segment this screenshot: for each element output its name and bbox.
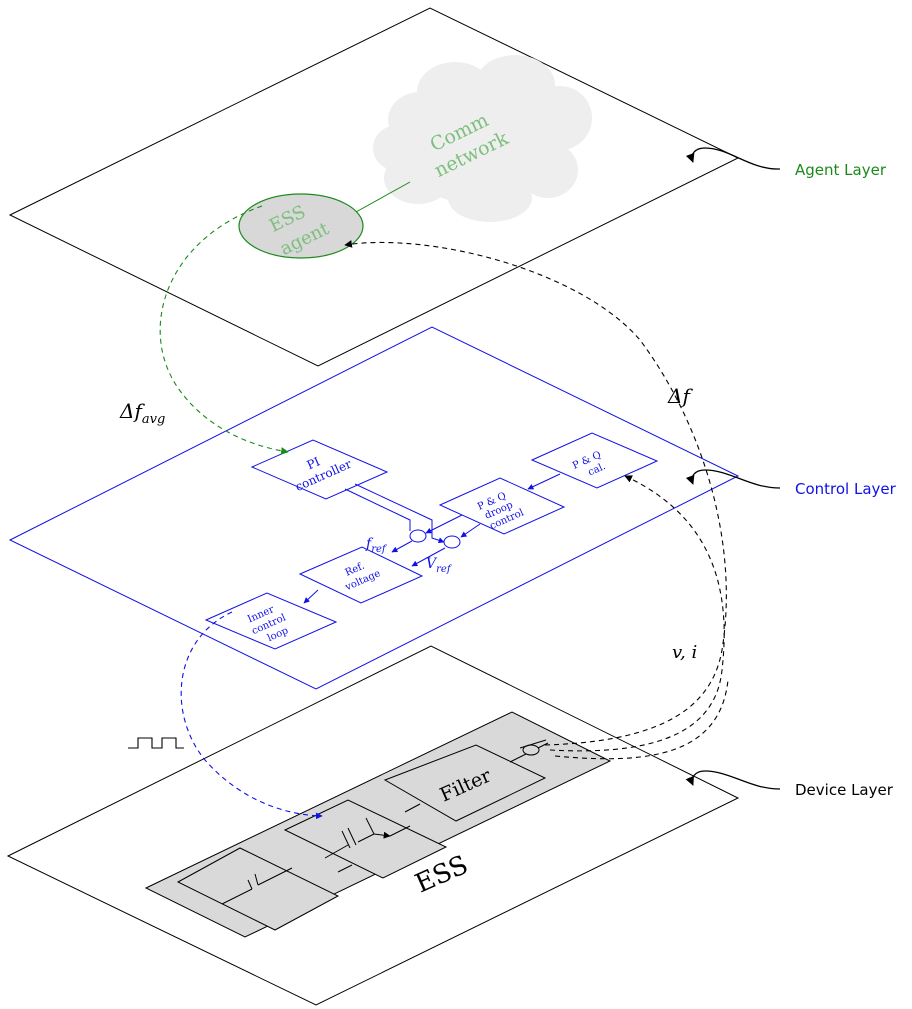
v-ref-label: Vref: [426, 556, 453, 575]
pi-controller-label-1: PI: [305, 454, 323, 472]
v-junction-to-ref-wire: [411, 547, 446, 567]
droop-to-v-wire: [460, 523, 481, 538]
device-layer-callout: [685, 770, 781, 790]
pi-to-f-junction-wire: [344, 488, 411, 531]
control-layer: PI controller P & Q cal. P & Q droop con…: [8, 326, 740, 690]
pwm-path: [180, 611, 323, 820]
filter-sensor-link: [509, 754, 525, 763]
agent-layer: Comm network ESS agent: [8, 7, 740, 367]
pi-to-v-junction-wire: [354, 483, 445, 544]
droop-to-f-wire: [425, 514, 463, 534]
f-ref-label: fref: [365, 536, 388, 555]
delta-f-label: Δf: [667, 384, 693, 408]
ref-to-inner-wire: [303, 589, 319, 604]
control-layer-label: Control Layer: [795, 480, 897, 498]
v-sum-junction: [443, 535, 461, 549]
pi-controller-block: PI controller: [250, 439, 389, 500]
ref-voltage-block: Ref. voltage: [298, 546, 424, 604]
ess-agent-node: ESS agent: [238, 193, 364, 260]
control-layer-callout: [685, 469, 781, 489]
signal-paths: [159, 205, 729, 820]
sensor-mark: [519, 739, 547, 749]
delta-f-avg-label: Δfavg: [119, 399, 165, 427]
filter-module: Filter: [383, 744, 547, 822]
control-layer-plane: [8, 326, 740, 690]
f-junction-to-ref-wire: [391, 540, 413, 553]
delta-f-path: [344, 240, 727, 746]
device-layer-label: Device Layer: [795, 781, 894, 799]
pq-droop-block: P & Q droop control: [438, 477, 566, 535]
agent-layer-plane: [8, 7, 740, 367]
v-i-path-2: [554, 679, 729, 760]
pwm-wave-icon: [128, 737, 184, 749]
comm-network-cloud: Comm network: [373, 55, 592, 222]
agent-layer-callout: [685, 147, 781, 170]
inner-loop-block: Inner control loop: [204, 592, 338, 650]
delta-f-avg-path: [159, 205, 289, 455]
calc-to-droop-wire: [527, 473, 561, 490]
inverter-filter-link: [404, 803, 421, 813]
battery-module: [176, 847, 340, 931]
v-i-label: v, i: [672, 642, 697, 663]
battery-inverter-link: [337, 864, 353, 873]
device-layer: Filter ESS: [6, 645, 740, 1006]
agent-layer-label: Agent Layer: [795, 161, 887, 179]
pq-calc-block: P & Q cal.: [530, 432, 659, 489]
v-i-path: [549, 475, 725, 752]
f-sum-junction: [409, 529, 427, 543]
inverter-module: [283, 799, 448, 879]
layer-callouts: [685, 147, 781, 790]
